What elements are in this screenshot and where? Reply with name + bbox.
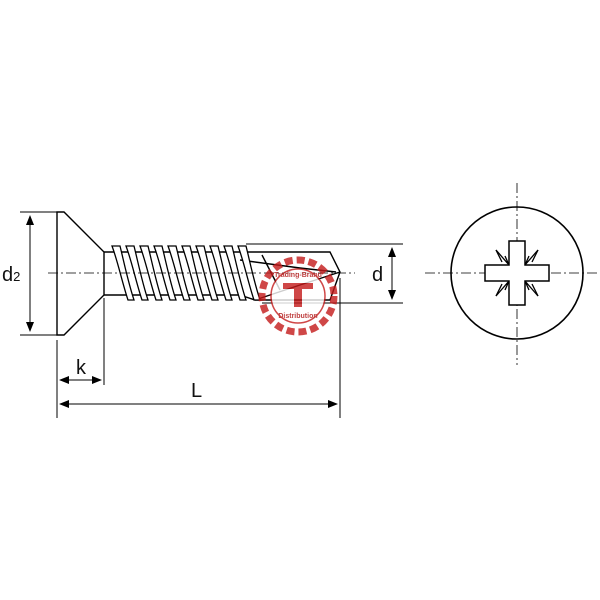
svg-text:Trading-Brand: Trading-Brand bbox=[274, 272, 322, 279]
thread-crest bbox=[125, 245, 149, 301]
watermark-logo: Trading-Brand Distribution bbox=[258, 256, 338, 336]
L-dimension bbox=[59, 278, 341, 418]
screw-head-view bbox=[425, 183, 600, 365]
thread-crest bbox=[209, 245, 233, 301]
head-outline bbox=[450, 206, 584, 340]
screw-head bbox=[56, 211, 105, 336]
k-label: k bbox=[76, 357, 87, 379]
svg-text:Distribution: Distribution bbox=[278, 313, 317, 320]
thread-crest bbox=[195, 245, 219, 301]
d2-label: d2 bbox=[2, 264, 20, 286]
k-dimension bbox=[56, 298, 105, 418]
L-label: L bbox=[191, 380, 202, 402]
d2-dimension bbox=[20, 211, 60, 336]
d-label: d bbox=[372, 264, 383, 286]
pozidriv-recess-icon bbox=[484, 240, 550, 306]
